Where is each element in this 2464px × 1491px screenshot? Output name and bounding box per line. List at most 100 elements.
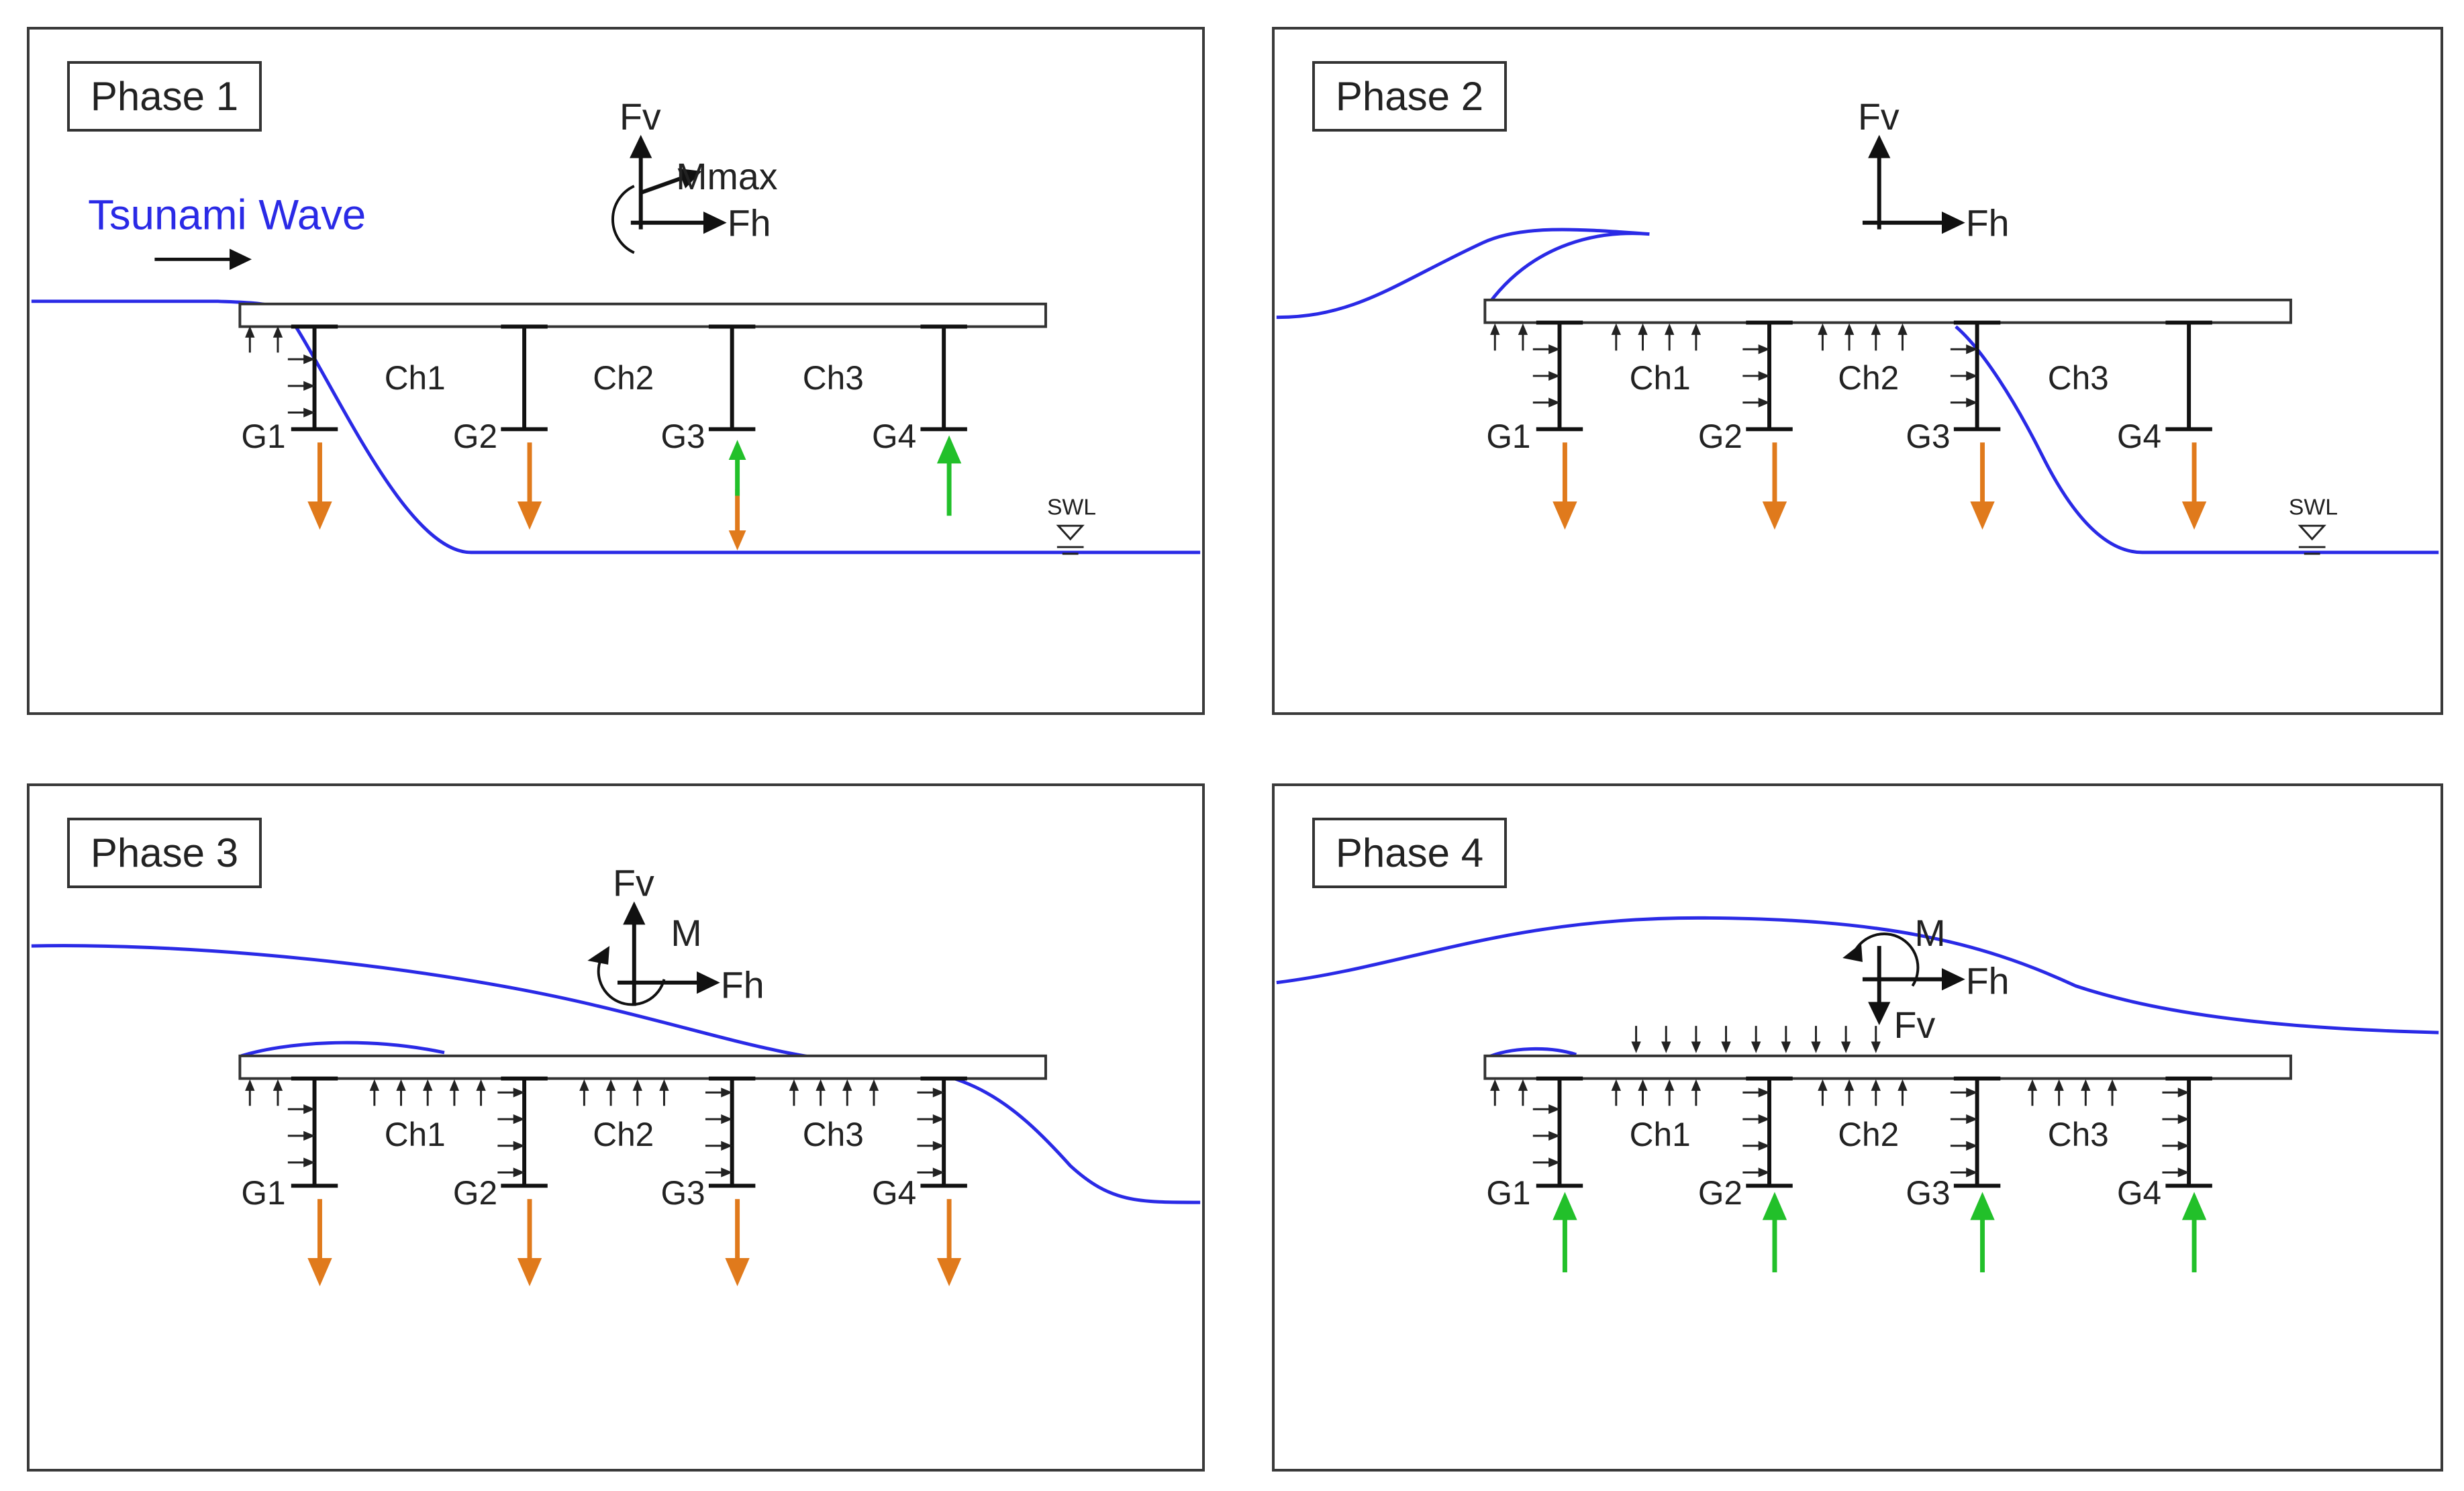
girder-4 [920,1076,967,1188]
wave-overtop [240,1041,445,1058]
fh-label: Fh [1966,961,2010,1002]
girder-label-g1: G1 [1486,1174,1530,1212]
girder-label-g2: G2 [453,418,497,455]
chamber-label-ch2: Ch2 [593,359,654,397]
phase-1-panel: Tsunami Wave G1 G2 G3 G4 Ch1 Ch2 Ch3 [27,27,1205,715]
chamber-label-ch2: Ch2 [593,1116,654,1153]
reaction-arrow-g2-down [1762,442,1787,530]
uplift-pressure-arrows [1490,323,1908,351]
horizontal-pressure-arrows [1532,1088,2190,1177]
swl-marker [1056,524,1085,555]
fv-label: Fv [613,863,654,904]
horizontal-pressure-arrows [1532,344,1978,407]
chamber-label-ch3: Ch3 [803,1116,864,1153]
wave-surface [1276,228,1650,320]
girder-1 [1536,1076,1583,1188]
swl-label: SWL [1047,494,1096,520]
chamber-label-ch2: Ch2 [1838,359,1899,397]
phase-title: Phase 3 [67,818,262,888]
reaction-arrow-g1-down [307,1199,332,1286]
chamber-label-ch1: Ch1 [385,359,446,397]
phase-title: Phase 2 [1312,61,1507,132]
girder-label-g2: G2 [1698,418,1742,455]
uplift-pressure-arrows [245,326,283,353]
reaction-arrow-g4-up [936,435,962,516]
chamber-label-ch3: Ch3 [2048,359,2109,397]
bridge-deck [1483,1054,2292,1080]
wave-direction-arrow [154,248,252,271]
girder-2 [501,1076,548,1188]
moment-label: M [671,912,701,954]
girder-2 [1746,1076,1793,1188]
chamber-label-ch1: Ch1 [385,1116,446,1153]
moment-arc [597,951,666,1006]
wave-surface-lower [1955,325,2439,555]
moment-arc [1855,932,1920,987]
fh-label: Fh [1966,203,2010,244]
moment-arrowhead [587,946,610,965]
reaction-arrow-g2-down [517,1199,542,1286]
force-resultant [1862,946,1965,1026]
bridge-deck [238,1054,1047,1080]
moment-label: M [1914,912,1945,954]
fv-label: Fv [1858,96,1900,138]
fv-label: Fv [1894,1004,1936,1046]
moment-arrowhead [1842,943,1863,962]
reaction-arrow-g1-down [307,442,332,530]
swl-marker [2298,524,2326,555]
girder-label-g4: G4 [872,1174,916,1212]
girder-label-g4: G4 [2117,1174,2161,1212]
downward-pressure-arrows [1631,1026,1881,1053]
girder-label-g4: G4 [872,418,916,455]
girder-3 [708,324,756,432]
girder-label-g1: G1 [241,418,285,455]
fv-label: Fv [620,96,661,138]
horizontal-pressure-arrows [287,1088,945,1177]
fh-label: Fh [728,203,771,244]
phase-1-diagram: Tsunami Wave G1 G2 G3 G4 Ch1 Ch2 Ch3 [31,96,1201,555]
reaction-arrow-g3-down [725,1199,750,1286]
reaction-arrow-g3-down [1970,442,1995,530]
girder-label-g3: G3 [660,418,705,455]
phase-3-diagram: G1 G2 G3 G4 Ch1 Ch2 Ch3 [31,863,1201,1286]
wave-surface [31,299,1201,555]
girder-3 [708,1076,756,1188]
phase-4-panel: G1 G2 G3 G4 Ch1 Ch2 Ch3 [1272,783,2443,1472]
phase-2-panel: G1 G2 G3 G4 Ch1 Ch2 Ch3 [1272,27,2443,715]
reaction-arrow-g1-down [1553,442,1577,530]
reaction-arrow-g4-up [2181,1192,2207,1273]
girder-label-g4: G4 [2117,418,2161,455]
girder-1 [291,324,338,432]
girder-label-g2: G2 [453,1174,497,1212]
bridge-deck [238,302,1047,328]
reaction-arrow-g4-down [936,1199,962,1286]
chamber-label-ch2: Ch2 [1838,1116,1899,1153]
reaction-arrow-g4-down [2181,442,2207,530]
phase-title: Phase 4 [1312,818,1507,888]
girder-4 [2165,1076,2212,1188]
girder-label-g1: G1 [1486,418,1530,455]
chamber-label-ch1: Ch1 [1630,1116,1691,1153]
fh-label: Fh [721,965,765,1006]
girder-label-g3: G3 [1906,1174,1950,1212]
reaction-arrow-g2-down [517,442,542,530]
wave-surface [1276,916,2439,1035]
girder-label-g3: G3 [1906,418,1950,455]
chamber-label-ch1: Ch1 [1630,359,1691,397]
moment-arc [611,185,635,254]
chamber-label-ch3: Ch3 [2048,1116,2109,1153]
girder-4 [2165,320,2212,432]
girder-label-g3: G3 [660,1174,705,1212]
bridge-deck [1483,298,2292,324]
girder-2 [501,324,548,432]
uplift-pressure-arrows [1490,1079,2118,1106]
phase-3-panel: G1 G2 G3 G4 Ch1 Ch2 Ch3 [27,783,1205,1472]
wave-surface [31,944,1201,1204]
horizontal-pressure-arrows [287,354,315,418]
reaction-arrow-g3-both [728,440,746,550]
uplift-pressure-arrows [245,1079,879,1106]
force-resultant [630,134,727,234]
force-resultant [617,901,720,1006]
moment-label: Mmax [676,156,777,197]
tsunami-wave-caption: Tsunami Wave [88,192,366,239]
